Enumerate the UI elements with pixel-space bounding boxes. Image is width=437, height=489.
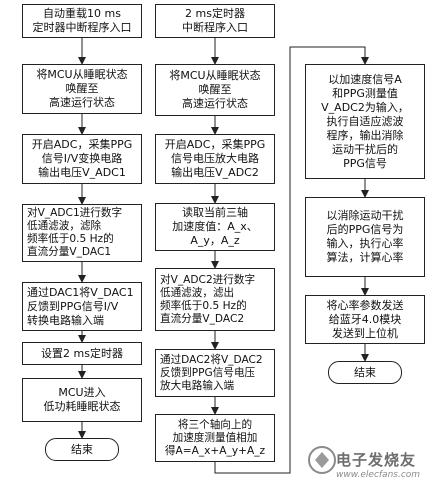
c2-sum-line2: 加速度测量值相加 — [172, 431, 258, 444]
c3-heart-line2: 后的PPG信号为 — [326, 223, 404, 236]
c1-sleep-line2: 低功耗睡眠状态 — [43, 400, 121, 413]
c1-adc-line1: 开启ADC，采集PPG — [31, 138, 133, 151]
c1-dac-line3: 转换电路输入端 — [27, 313, 104, 327]
c1-filter-box: 对V_ADC1进行数字 低通滤波，滤除 频率低于0.5 Hz的 直流分量V_DA… — [22, 204, 142, 262]
c1-wake-line2: 唤醒至 — [65, 82, 99, 95]
watermark-logo-icon — [308, 446, 336, 474]
c1-end-label: 结束 — [71, 442, 93, 456]
c3-adaptive-line6: 运动干扰后的 — [332, 142, 398, 156]
c2-adc-line3: 输出电压V_ADC2 — [171, 166, 259, 179]
c2-dac-line3: 放大电路输入端 — [160, 379, 235, 392]
c2-filter-line4: 直流分量V_DAC2 — [160, 312, 245, 325]
c2-wake-line3: 高速运行状态 — [182, 97, 248, 110]
c1-adc-line2: 信号I/V变换电路 — [41, 152, 123, 165]
c3-heart-box: 以消除运动干扰 后的PPG信号为 输入，执行心率 算法，计算心率 — [305, 197, 425, 277]
c1-start-line2: 定时器中断程序入口 — [32, 21, 132, 34]
c1-filter-line4: 直流分量V_DAC1 — [27, 246, 112, 258]
c1-dac-line1: 通过DAC1将V_DAC1 — [27, 285, 134, 299]
c2-filter-line2: 低通滤波，滤出 — [160, 286, 235, 299]
c3-heart-line1: 以消除运动干扰 — [326, 209, 404, 222]
c2-read-box: 读取当前三轴 加速度值：A_x、 A_y，A_z — [155, 203, 275, 251]
c1-sleep-line1: MCU进入 — [58, 386, 106, 399]
c3-send-line1: 将心率参数发送 — [326, 298, 404, 312]
c2-wake-line1: 将MCU从睡眠状态 — [169, 69, 261, 82]
c3-heart-line4: 算法，计算心率 — [326, 251, 404, 264]
c2-filter-line3: 频率低于0.5 Hz的 — [160, 299, 247, 312]
c1-sleep-box: MCU进入 低功耗睡眠状态 — [22, 378, 142, 422]
c1-filter-line2: 低通滤波，滤除 — [27, 220, 102, 232]
c1-end-terminal: 结束 — [45, 438, 119, 461]
c3-adaptive-line1: 以加速度信号A — [328, 72, 402, 86]
c1-filter-line3: 频率低于0.5 Hz的 — [27, 233, 114, 245]
c1-start-line1: 自动重载10 ms — [43, 7, 121, 20]
c1-timer-box: 设置2 ms定时器 — [22, 342, 142, 365]
watermark-url: www.elecfans.com — [336, 470, 421, 480]
c2-sum-box: 将三个轴向上的 加速度测量值相加 得A=A_x+A_y+A_z — [155, 414, 275, 462]
c2-adc-line2: 信号电压放大电路 — [171, 152, 259, 165]
c2-read-line1: 读取当前三轴 — [182, 206, 248, 219]
c2-filter-line1: 对V_ADC2进行数字 — [160, 273, 256, 286]
c2-filter-box: 对V_ADC2进行数字 低通滤波，滤出 频率低于0.5 Hz的 直流分量V_DA… — [155, 268, 275, 331]
c1-dac-line2: 反馈到PPG信号I/V — [27, 299, 119, 313]
c3-send-line3: 发送到上位机 — [332, 326, 398, 340]
c1-wake-line3: 高速运行状态 — [49, 96, 115, 109]
c2-sum-line1: 将三个轴向上的 — [177, 418, 253, 431]
c2-start-line1: 2 ms定时器 — [185, 7, 245, 20]
c2-sum-line3: 得A=A_x+A_y+A_z — [164, 444, 266, 457]
c2-start-line2: 中断程序入口 — [182, 21, 248, 34]
c2-adc-box: 开启ADC，采集PPG 信号电压放大电路 输出电压V_ADC2 — [155, 134, 275, 184]
c1-dac-box: 通过DAC1将V_DAC1 反馈到PPG信号I/V 转换电路输入端 — [22, 282, 142, 331]
c3-send-line2: 给蓝牙4.0模块 — [328, 312, 402, 326]
c3-end-terminal: 结束 — [328, 361, 402, 384]
c2-wake-box: 将MCU从睡眠状态 唤醒至 高速运行状态 — [155, 64, 275, 116]
c3-adaptive-line3: V_ADC2为输入， — [321, 100, 409, 114]
c2-dac-line2: 反馈到PPG信号电压 — [160, 366, 256, 379]
c2-read-line2: 加速度值：A_x、 — [172, 220, 258, 233]
arrow-c2-to-c3 — [214, 46, 369, 474]
c2-read-line3: A_y，A_z — [190, 234, 240, 247]
c3-send-box: 将心率参数发送 给蓝牙4.0模块 发送到上位机 — [305, 295, 425, 344]
c3-adaptive-line5: 程序，输出消除 — [326, 128, 404, 142]
c3-end-label: 结束 — [354, 365, 376, 379]
c1-filter-line1: 对V_ADC1进行数字 — [27, 207, 123, 219]
c2-start-box: 2 ms定时器 中断程序入口 — [155, 4, 275, 38]
c3-adaptive-line7: PPG信号 — [343, 156, 387, 170]
watermark-text: 电子发烧友 — [336, 451, 417, 469]
c3-heart-line3: 输入，执行心率 — [326, 237, 404, 250]
c1-start-box: 自动重载10 ms 定时器中断程序入口 — [22, 4, 142, 38]
c2-wake-line2: 唤醒至 — [198, 83, 232, 96]
c1-adc-box: 开启ADC，采集PPG 信号I/V变换电路 输出电压V_ADC1 — [22, 134, 142, 184]
c1-wake-line1: 将MCU从睡眠状态 — [36, 68, 128, 81]
c1-wake-box: 将MCU从睡眠状态 唤醒至 高速运行状态 — [22, 64, 142, 114]
c1-timer-line1: 设置2 ms定时器 — [41, 346, 123, 360]
c3-adaptive-line4: 执行自适应滤波 — [326, 114, 404, 128]
c2-adc-line1: 开启ADC，采集PPG — [164, 138, 266, 151]
c3-adaptive-line2: 和PPG测量值 — [332, 86, 398, 100]
c2-dac-line1: 通过DAC2将V_DAC2 — [160, 353, 263, 366]
c1-adc-line3: 输出电压V_ADC1 — [38, 166, 126, 179]
c2-dac-box: 通过DAC2将V_DAC2 反馈到PPG信号电压 放大电路输入端 — [155, 349, 275, 397]
c3-adaptive-box: 以加速度信号A 和PPG测量值 V_ADC2为输入， 执行自适应滤波 程序，输出… — [305, 64, 425, 179]
